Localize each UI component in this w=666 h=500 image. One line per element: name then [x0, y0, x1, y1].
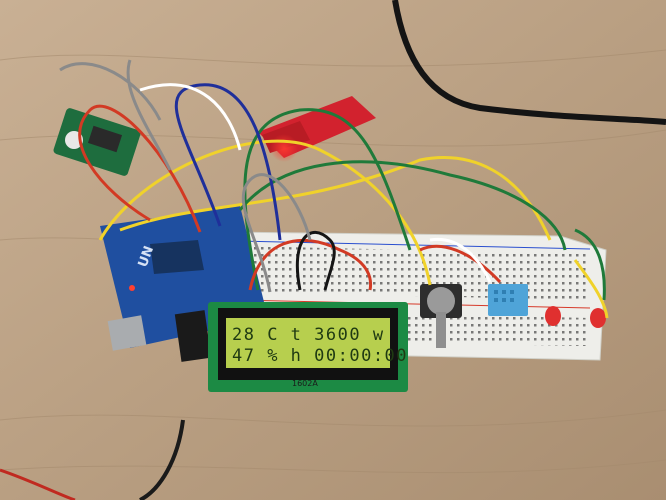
- lcd-module: 28 C t 3600 w 47 % h 00:00:00 1602A: [208, 302, 408, 392]
- red-wire-bottom: [0, 468, 76, 500]
- black-usb-cable-top: [392, 0, 666, 125]
- arduino-brand-label: UN: [136, 244, 157, 269]
- dht-sensor: [488, 284, 528, 316]
- lcd-model-label: 1602A: [292, 379, 318, 388]
- lcd-screen: [226, 318, 390, 368]
- potentiometer: [420, 284, 462, 348]
- lcd-line-2: 47 % h 00:00:00: [232, 346, 408, 366]
- probe-led-glow: [270, 134, 298, 162]
- red-led-1: [545, 306, 561, 326]
- power-cable: [139, 419, 185, 500]
- red-led-2: [590, 308, 606, 328]
- jumper-wires: [59, 59, 609, 319]
- lcd-line-1: 28 C t 3600 w: [232, 325, 385, 345]
